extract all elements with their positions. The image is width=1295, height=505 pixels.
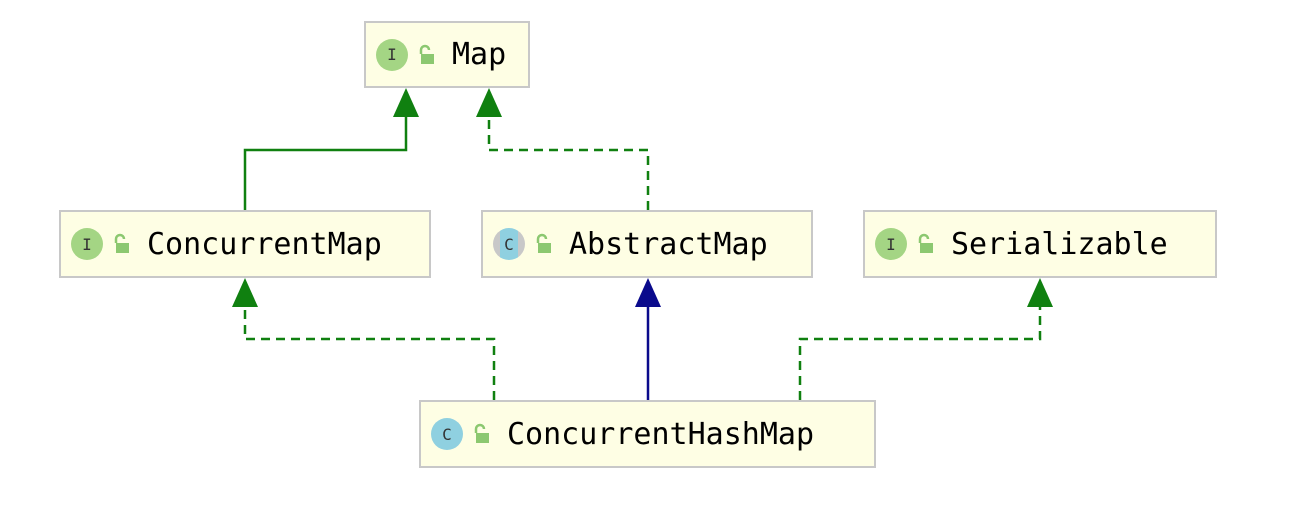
public-unlocked-icon: [533, 233, 553, 255]
public-unlocked-icon: [915, 233, 935, 255]
node-label: ConcurrentHashMap: [507, 416, 815, 452]
edge-abstractmap-implements-map: [476, 88, 650, 210]
node-concurrent-map[interactable]: I ConcurrentMap: [59, 210, 431, 278]
abstract-class-icon: C: [493, 228, 525, 260]
public-unlocked-icon: [416, 44, 436, 66]
node-label: ConcurrentMap: [147, 226, 382, 262]
node-serializable[interactable]: I Serializable: [863, 210, 1217, 278]
interface-icon: I: [71, 228, 103, 260]
node-label: Serializable: [951, 226, 1168, 262]
edge-concurrenthashmap-implements-concurrentmap: [232, 278, 496, 400]
edge-concurrentmap-extends-map: [243, 88, 419, 210]
interface-icon: I: [875, 228, 907, 260]
node-label: Map: [452, 37, 507, 72]
node-concurrent-hash-map[interactable]: C ConcurrentHashMap: [419, 400, 876, 468]
node-map[interactable]: I Map: [364, 21, 530, 88]
public-unlocked-icon: [471, 423, 491, 445]
node-abstract-map[interactable]: C AbstractMap: [481, 210, 813, 278]
edge-concurrenthashmap-extends-abstractmap: [635, 278, 661, 400]
class-icon: C: [431, 418, 463, 450]
edge-concurrenthashmap-implements-serializable: [798, 278, 1053, 400]
public-unlocked-icon: [111, 233, 131, 255]
node-label: AbstractMap: [569, 226, 768, 262]
interface-icon: I: [376, 38, 408, 71]
